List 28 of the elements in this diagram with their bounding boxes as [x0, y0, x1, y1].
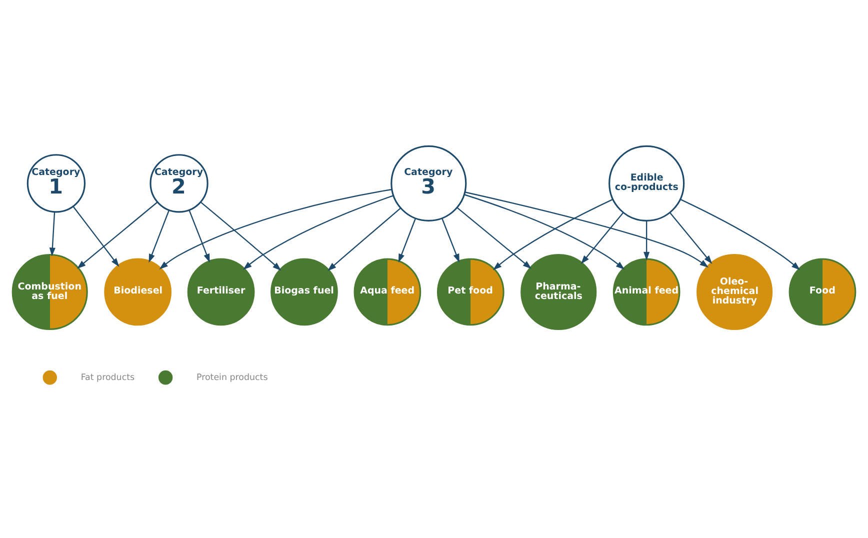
arrow [680, 198, 800, 270]
arrow [148, 210, 170, 263]
node-circle: Fertiliser [187, 258, 255, 326]
node-circle: Edible co-products [608, 145, 685, 222]
arrow [200, 202, 282, 271]
arrow [669, 212, 712, 264]
node-circle: Food [788, 258, 856, 326]
node-circle: Category 1 [26, 154, 86, 213]
arrow [492, 198, 613, 270]
arrow [442, 218, 460, 263]
arrow [456, 207, 532, 269]
node-circle: Aqua feed [354, 258, 422, 326]
node-circle: Category 3 [390, 145, 467, 222]
arrow [580, 212, 624, 264]
arrow [464, 192, 709, 268]
arrow [188, 210, 210, 263]
legend-label: Protein products [196, 372, 268, 383]
arrow [243, 195, 394, 270]
arrow [49, 212, 56, 256]
arrow [72, 206, 120, 267]
legend-label: Fat products [80, 372, 135, 383]
node-circle: Category 2 [150, 154, 208, 213]
arrow [328, 208, 401, 271]
arrow [464, 194, 625, 270]
arrow [159, 188, 392, 270]
arrow [398, 218, 416, 263]
arrow [76, 202, 158, 269]
arrow [644, 220, 650, 261]
